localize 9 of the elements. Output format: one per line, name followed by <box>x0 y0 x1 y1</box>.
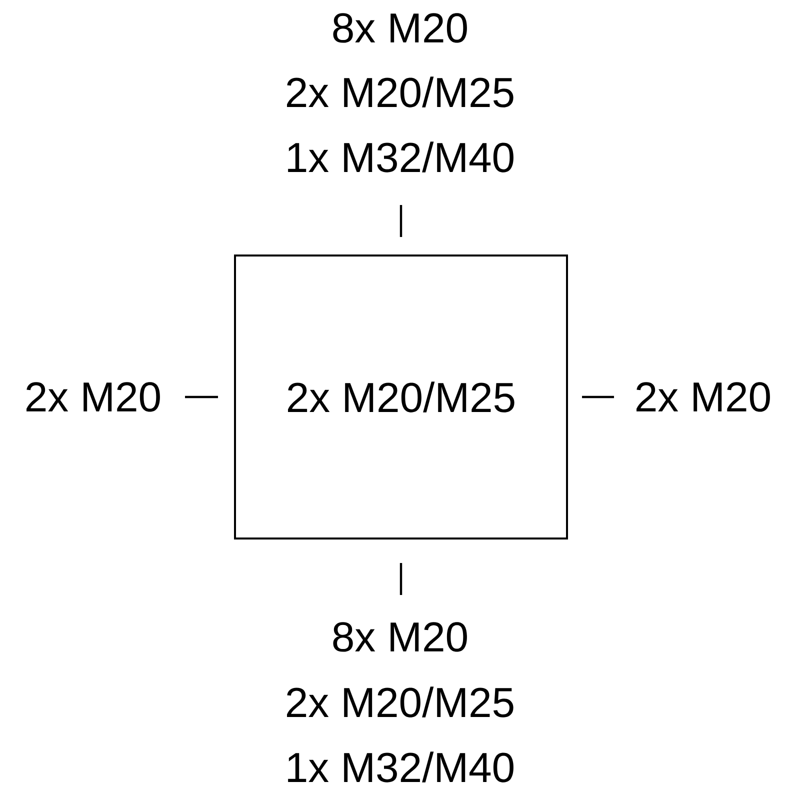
side-label: 8x M20 <box>333 622 467 652</box>
side-label: 2x M20 <box>26 382 160 412</box>
side-label: 8x M20 <box>333 13 467 43</box>
side-label: 2x M20 <box>636 382 770 412</box>
side-label: 2x M20/M25 <box>287 686 514 718</box>
side-label: 1x M32/M40 <box>288 142 514 172</box>
side-label: 2x M20/M25 <box>287 76 514 108</box>
side-label: 1x M32/M40 <box>288 752 514 782</box>
box: 2x M20/M25 <box>234 254 568 540</box>
